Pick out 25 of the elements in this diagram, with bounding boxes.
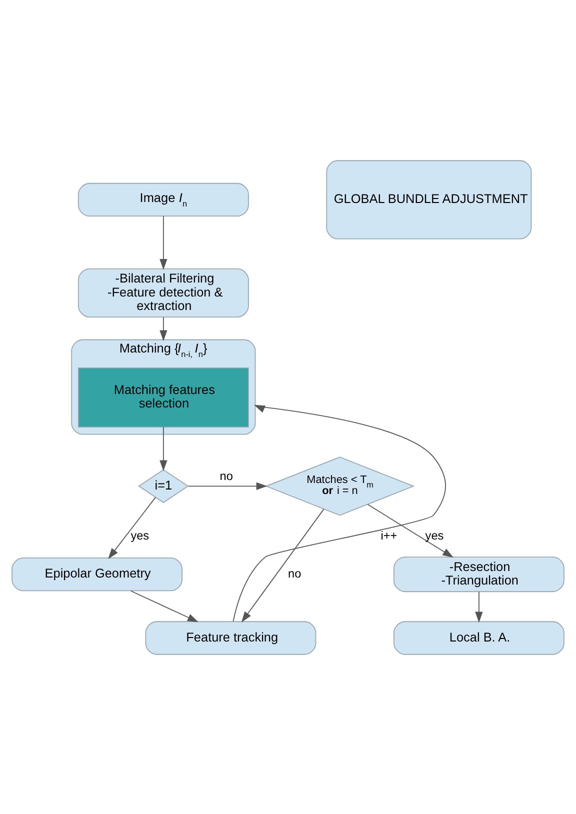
edge-label: no — [220, 468, 233, 483]
node-box: Matching features selection — [78, 367, 249, 427]
edge-label: no — [288, 566, 302, 580]
arrow — [160, 316, 168, 341]
node-box: GLOBAL BUNDLE ADJUSTMENT — [326, 160, 532, 239]
arrow — [367, 503, 454, 558]
arrow — [241, 508, 324, 622]
node-box: -Resection -Triangulation — [393, 556, 564, 592]
arrow — [188, 482, 268, 490]
node-diamond: i=1 — [138, 468, 189, 503]
arrow — [108, 496, 156, 559]
edge-label: yes — [130, 528, 150, 542]
edge-label: i++ — [380, 528, 398, 542]
node-box: Feature tracking — [145, 620, 316, 654]
arrow — [160, 215, 168, 270]
node-box: Epipolar Geometry — [12, 557, 183, 591]
edge-label: yes — [425, 528, 444, 542]
node-diamond: Matches < T$_{m}$ or i = n — [264, 456, 415, 516]
node-box: Image I$_{n}$ — [78, 182, 249, 216]
node-box: Local B. A. — [393, 620, 564, 654]
node-box: -Bilateral Filtering -Feature detection & extraction — [78, 268, 249, 317]
arrow — [130, 590, 198, 622]
arrow — [232, 404, 446, 622]
arrow — [475, 590, 483, 622]
arrow — [160, 426, 168, 471]
